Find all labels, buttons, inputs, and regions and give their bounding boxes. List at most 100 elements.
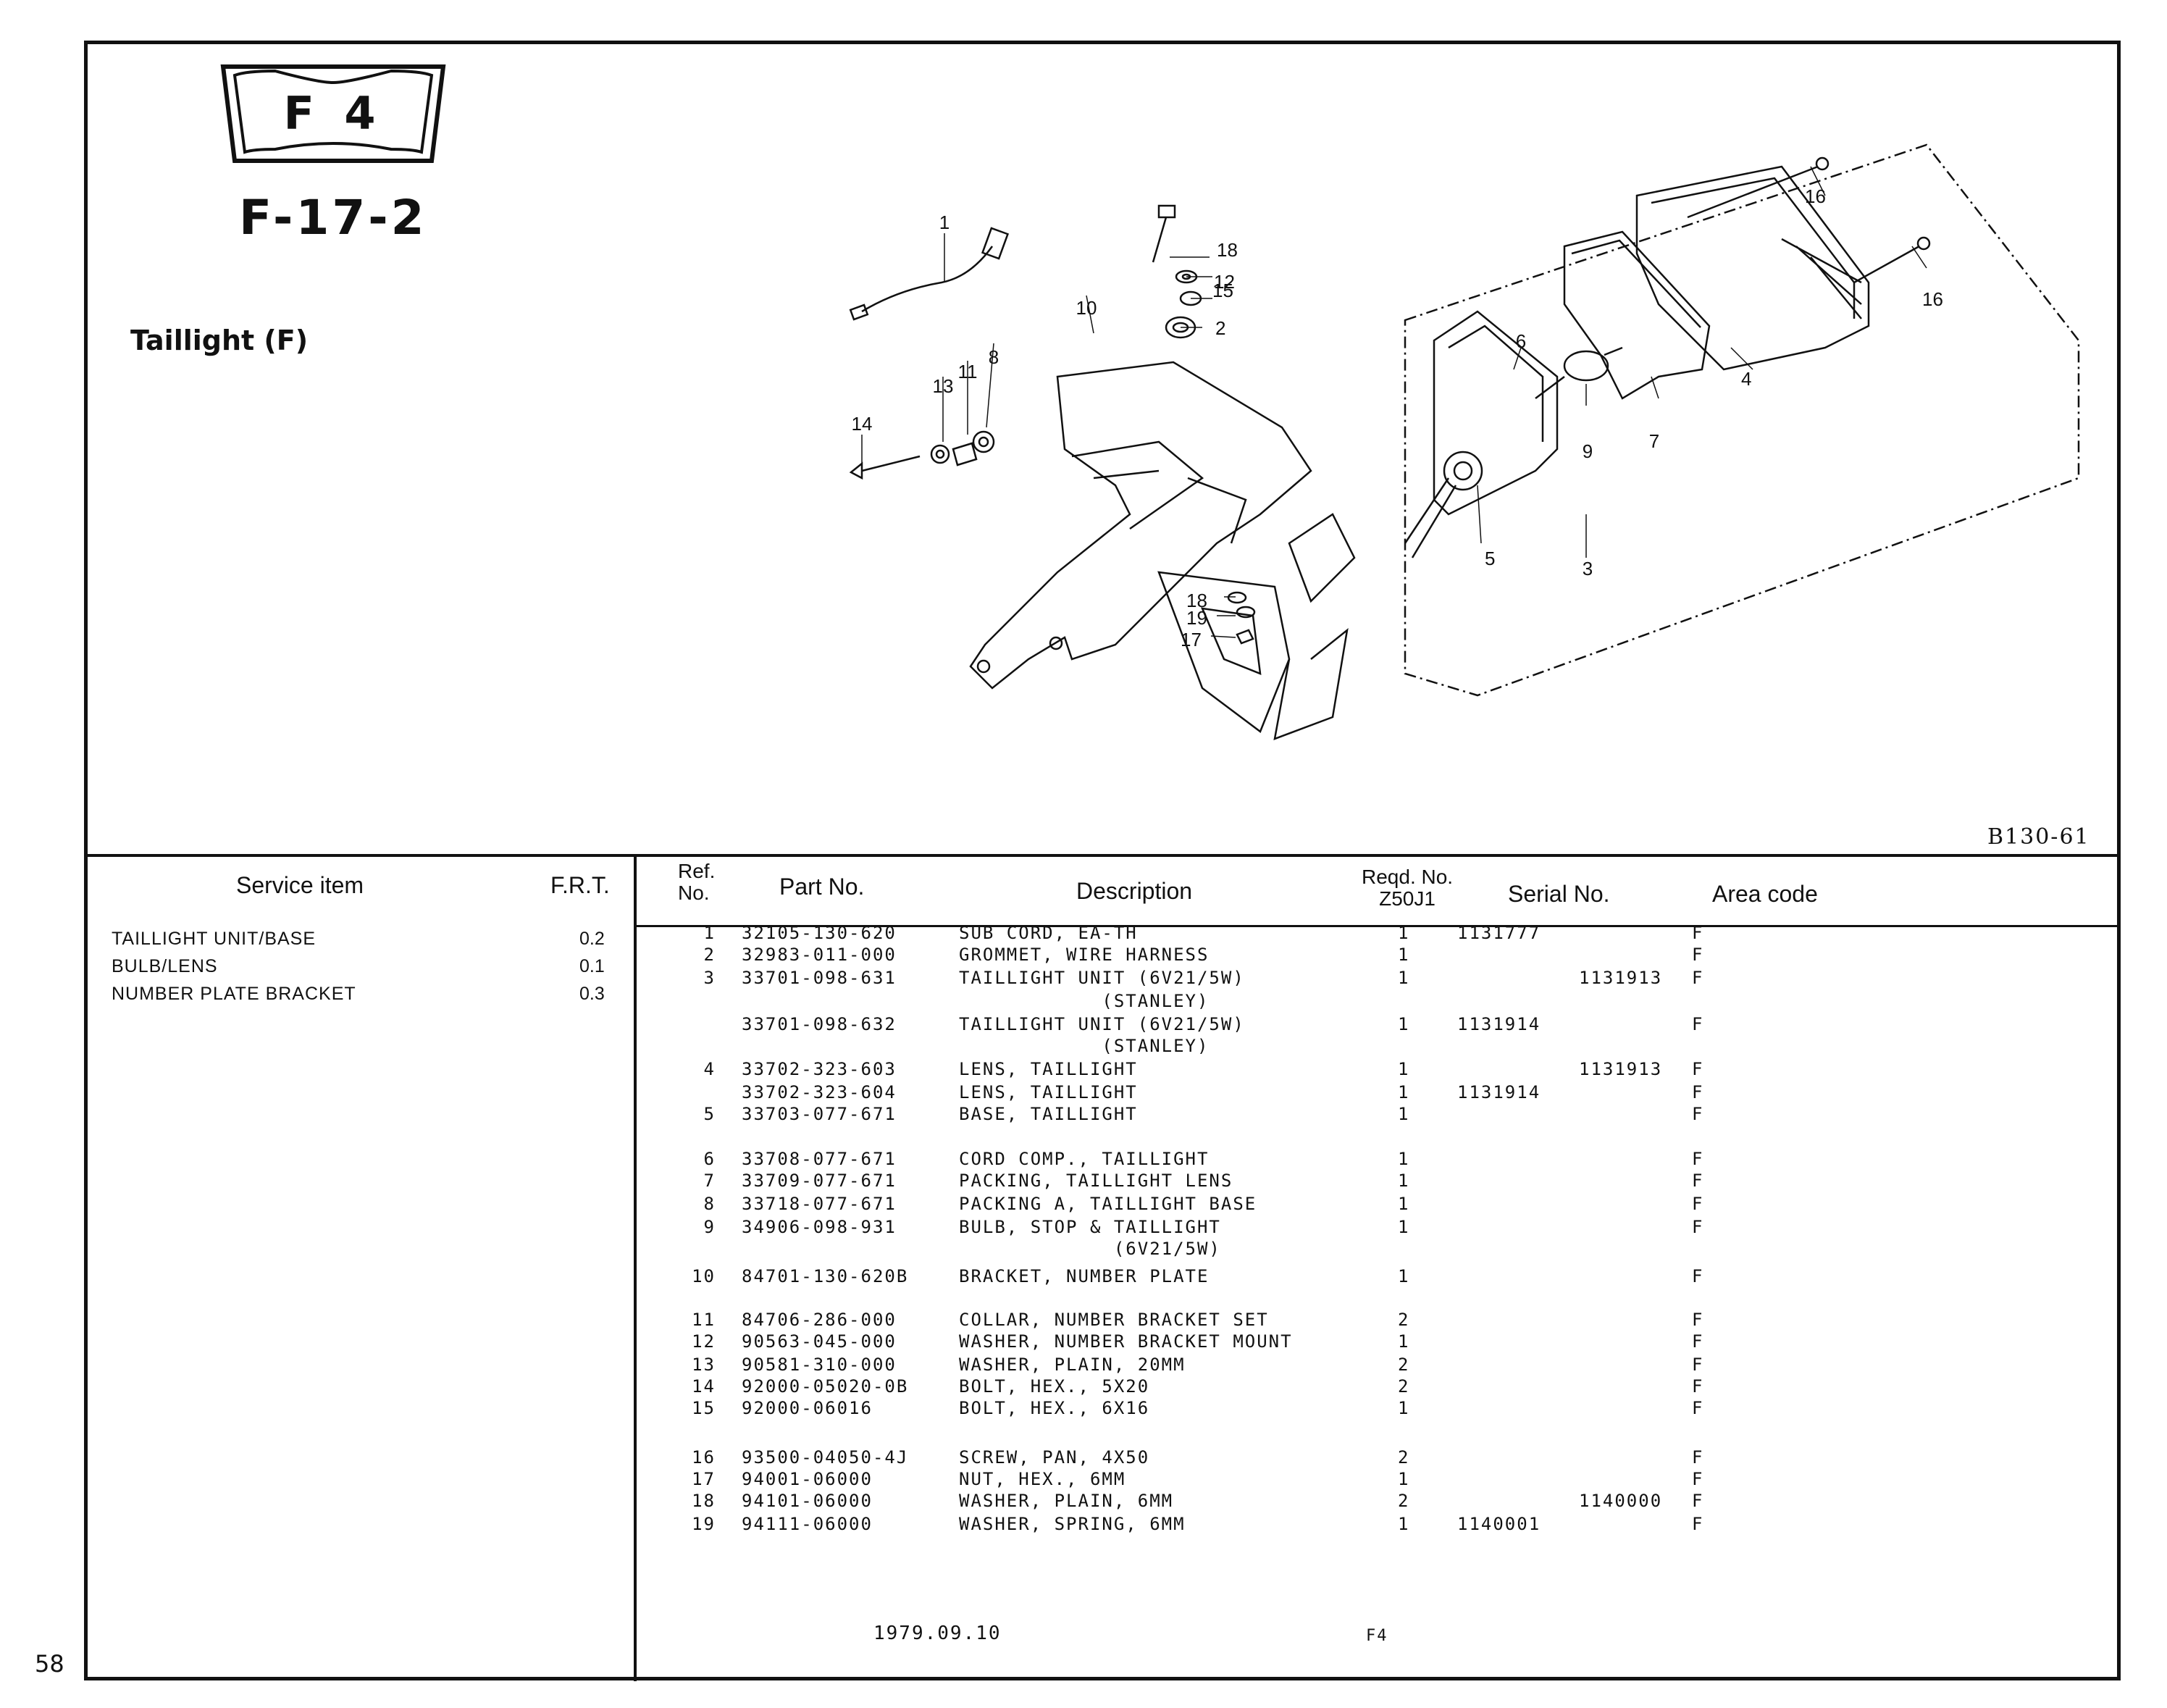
cell-qty: 1	[1398, 1398, 1410, 1418]
cell-area: F	[1692, 1171, 1704, 1191]
cell-part: 93500-04050-4J	[742, 1447, 909, 1468]
cell-desc: WASHER, NUMBER BRACKET MOUNT	[959, 1331, 1293, 1352]
callout-label: 11	[958, 361, 978, 382]
cell-part: 34906-098-931	[742, 1217, 897, 1237]
table-header-rule	[634, 925, 2120, 927]
callout-label: 14	[852, 413, 873, 435]
cell-to: 1140000	[1579, 1491, 1663, 1511]
cell-qty: 1	[1398, 1194, 1410, 1214]
cell-ref: 16	[692, 1447, 716, 1468]
cell-qty: 1	[1398, 1266, 1410, 1286]
callout-label: 13	[933, 375, 954, 397]
callout-label: 16	[1922, 288, 1943, 310]
cell-area: F	[1692, 1149, 1704, 1169]
callout-label: 15	[1212, 280, 1233, 301]
callout-label: 7	[1649, 430, 1659, 452]
ref-header-line1: Ref.	[678, 860, 716, 882]
reqd-no-header: Reqd. No. Z50J1	[1362, 866, 1453, 910]
cell-qty: 2	[1398, 1447, 1410, 1468]
callout-label: 1	[939, 212, 950, 233]
service-frt: 0.2	[579, 929, 605, 949]
cell-part: 33702-323-603	[742, 1059, 897, 1079]
page-frame	[84, 41, 2121, 1681]
callout-label: 18	[1186, 590, 1207, 611]
cell-qty: 1	[1398, 1149, 1410, 1169]
service-item: NUMBER PLATE BRACKET	[112, 984, 356, 1004]
cell-area: F	[1692, 1491, 1704, 1511]
cell-desc: TAILLIGHT UNIT (6V21/5W)	[959, 968, 1245, 988]
cell-part: 84706-286-000	[742, 1310, 897, 1330]
cell-ref: 18	[692, 1491, 716, 1511]
cell-area: F	[1692, 1355, 1704, 1375]
cell-part: 33702-323-604	[742, 1082, 897, 1102]
cell-qty: 1	[1398, 945, 1410, 965]
cell-qty: 1	[1398, 923, 1410, 943]
footer-code: F4	[1366, 1627, 1388, 1645]
cell-ref: 19	[692, 1514, 716, 1534]
callout-label: 6	[1516, 330, 1526, 352]
cell-qty: 1	[1398, 1059, 1410, 1079]
cell-area: F	[1692, 1082, 1704, 1102]
cell-part: 33709-077-671	[742, 1171, 897, 1191]
cell-ref: 5	[703, 1104, 716, 1124]
cell-ref: 3	[703, 968, 716, 988]
cell-area: F	[1692, 1514, 1704, 1534]
callout-label: 18	[1217, 239, 1238, 261]
callout-label: 10	[1076, 297, 1097, 319]
cell-from: 1131914	[1457, 1082, 1541, 1102]
cell-desc: (STANLEY)	[959, 991, 1210, 1011]
cell-area: F	[1692, 923, 1704, 943]
cell-qty: 1	[1398, 968, 1410, 988]
description-header: Description	[1076, 878, 1193, 904]
cell-from: 1131777	[1457, 923, 1541, 943]
cell-part: 92000-05020-0B	[742, 1376, 909, 1397]
callout-label: 16	[1805, 185, 1826, 207]
cell-area: F	[1692, 1194, 1704, 1214]
cell-qty: 1	[1398, 1082, 1410, 1102]
figure-code: F-17-2	[239, 190, 427, 246]
cell-ref: 6	[703, 1149, 716, 1169]
cell-qty: 2	[1398, 1491, 1410, 1511]
cell-desc: LENS, TAILLIGHT	[959, 1059, 1138, 1079]
cell-desc: CORD COMP., TAILLIGHT	[959, 1149, 1210, 1169]
cell-ref: 15	[692, 1398, 716, 1418]
cell-desc: WASHER, PLAIN, 20MM	[959, 1355, 1186, 1375]
print-date: 1979.09.10	[873, 1623, 1002, 1644]
cell-part: 94001-06000	[742, 1469, 873, 1489]
cell-desc: (STANLEY)	[959, 1036, 1210, 1056]
cell-area: F	[1692, 1331, 1704, 1352]
part-no-header: Part No.	[779, 874, 865, 900]
cell-from: 1131914	[1457, 1014, 1541, 1034]
cell-ref: 4	[703, 1059, 716, 1079]
column-divider	[634, 854, 637, 1681]
cell-desc: PACKING A, TAILLIGHT BASE	[959, 1194, 1257, 1214]
cell-ref: 9	[703, 1217, 716, 1237]
cell-part: 33703-077-671	[742, 1104, 897, 1124]
reqd-header-line1: Reqd. No.	[1362, 866, 1454, 888]
cell-area: F	[1692, 1447, 1704, 1468]
cell-ref: 10	[692, 1266, 716, 1286]
cell-part: 33718-077-671	[742, 1194, 897, 1214]
serial-no-header: Serial No.	[1508, 881, 1610, 907]
model-badge: F 4	[217, 62, 449, 165]
cell-area: F	[1692, 1104, 1704, 1124]
cell-desc: TAILLIGHT UNIT (6V21/5W)	[959, 1014, 1245, 1034]
service-item-header: Service item	[236, 872, 364, 898]
cell-qty: 2	[1398, 1310, 1410, 1330]
service-frt: 0.3	[579, 984, 605, 1004]
cell-qty: 1	[1398, 1217, 1410, 1237]
cell-ref: 7	[703, 1171, 716, 1191]
callout-label: 19	[1186, 607, 1207, 629]
cell-desc: SUB CORD, EA-TH	[959, 923, 1138, 943]
cell-part: 32105-130-620	[742, 923, 897, 943]
cell-part: 32983-011-000	[742, 945, 897, 965]
cell-desc: BOLT, HEX., 5X20	[959, 1376, 1150, 1397]
badge-text: F 4	[283, 87, 382, 140]
cell-area: F	[1692, 1217, 1704, 1237]
cell-desc: LENS, TAILLIGHT	[959, 1082, 1138, 1102]
cell-ref: 2	[703, 945, 716, 965]
cell-desc: BULB, STOP & TAILLIGHT	[959, 1217, 1221, 1237]
ref-header-line2: No.	[678, 882, 710, 904]
cell-area: F	[1692, 1014, 1704, 1034]
cell-area: F	[1692, 968, 1704, 988]
